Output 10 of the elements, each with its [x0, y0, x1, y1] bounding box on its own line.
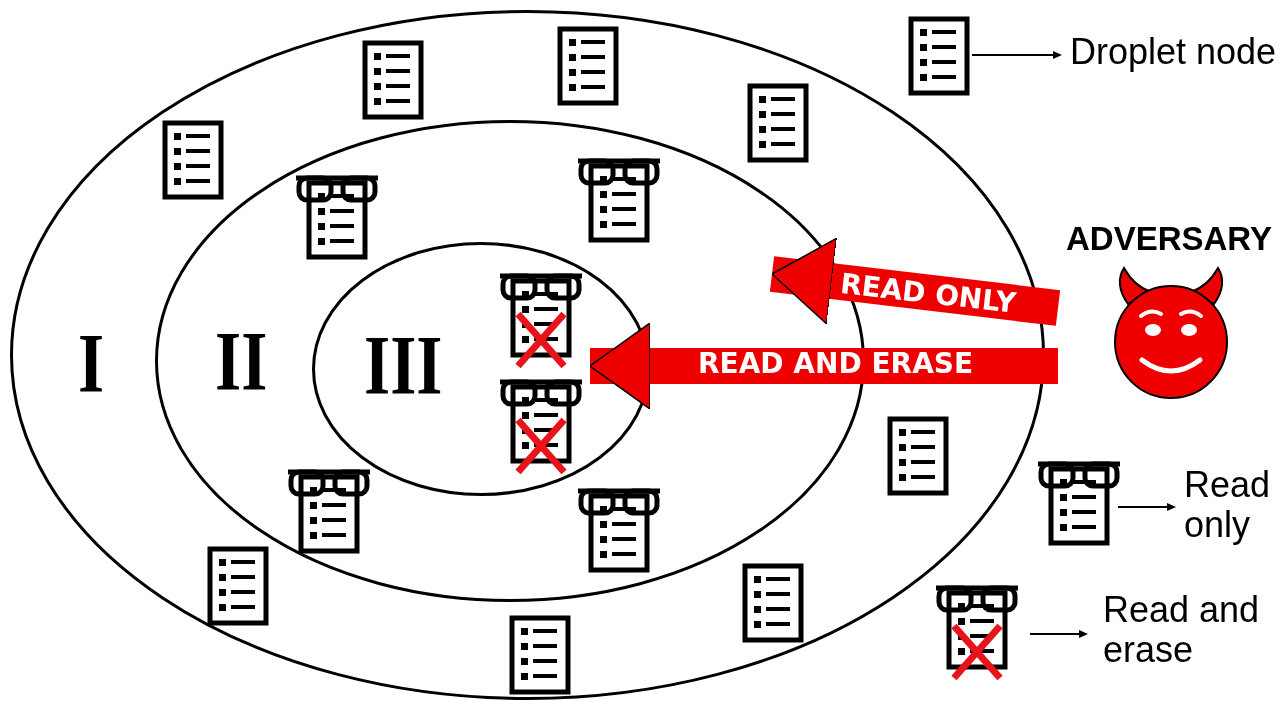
adversary-label: ADVERSARY: [1065, 222, 1273, 255]
legend-label: Droplet node: [1070, 32, 1277, 72]
legend-label: Read only: [1184, 465, 1272, 545]
legend-label: Read and erase: [1103, 590, 1261, 670]
roman-numeral-label: I: [78, 322, 105, 406]
ring-ellipse: [10, 10, 1045, 700]
edge-label: READ ONLY: [838, 270, 1018, 318]
edge-label: READ AND ERASE: [698, 350, 974, 378]
roman-numeral-label: III: [364, 324, 443, 408]
roman-numeral-label: II: [215, 320, 268, 404]
